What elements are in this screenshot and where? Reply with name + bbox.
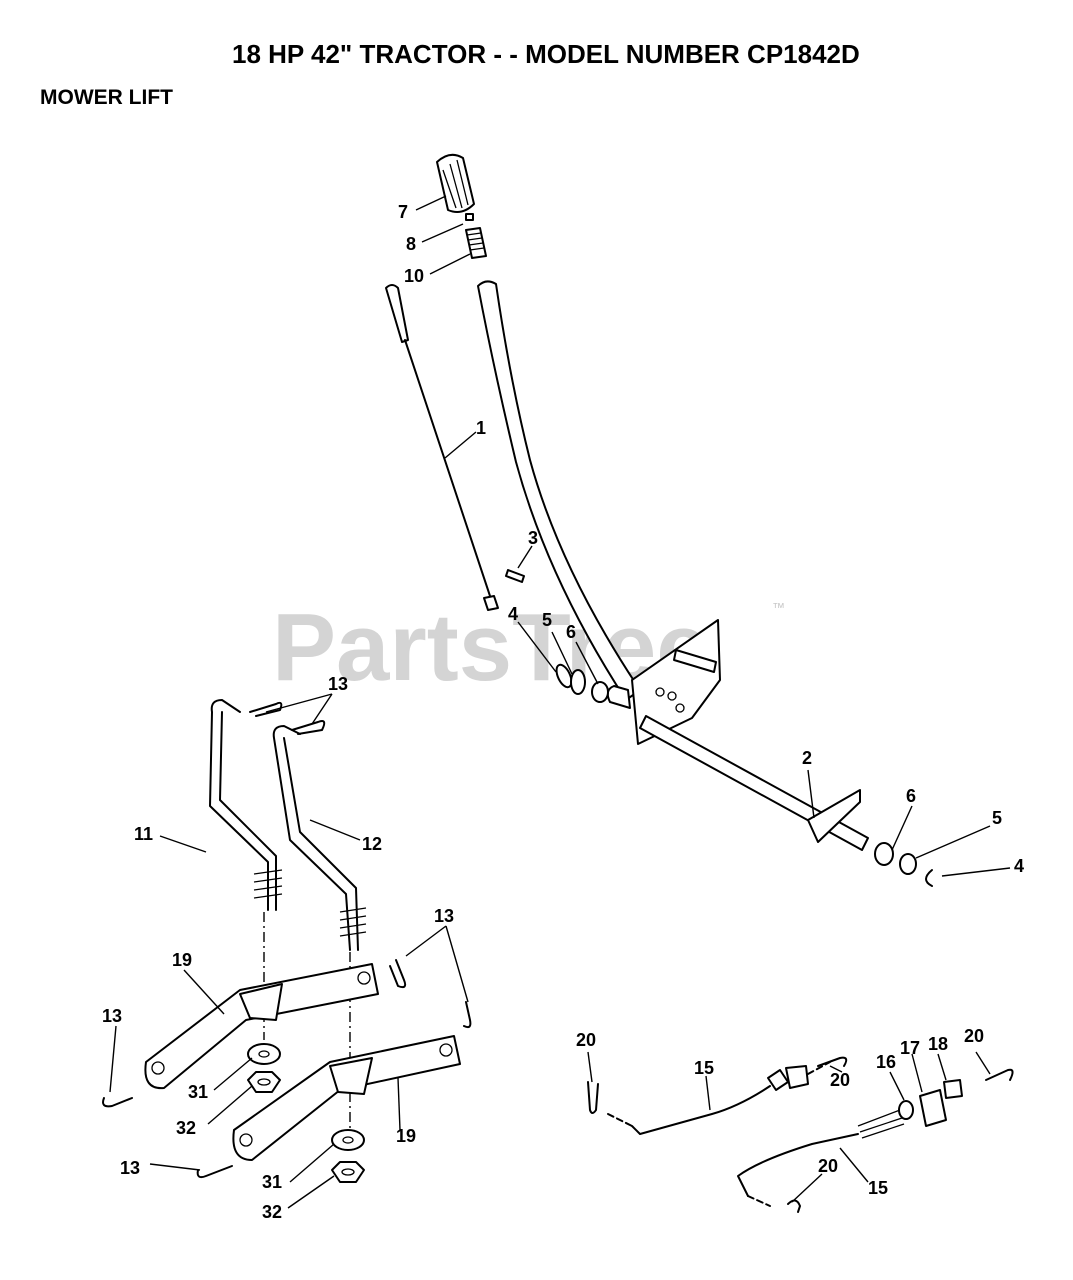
leader-lines (109, 195, 1011, 1209)
lift-arm-lower-part (232, 1035, 461, 1161)
adjust-rod-upper-part (607, 1061, 831, 1135)
pin-part (465, 213, 474, 221)
callout-6: 6 (566, 622, 576, 642)
callout-6: 6 (906, 786, 916, 806)
washer-nut-lower (331, 1129, 365, 1183)
callout-20: 20 (964, 1026, 984, 1046)
callout-5: 5 (542, 610, 552, 630)
callout-31: 31 (262, 1172, 282, 1192)
callout-3: 3 (528, 528, 538, 548)
callout-4: 4 (508, 604, 518, 624)
callout-labels: 7 8 10 1 3 4 5 6 13 11 12 2 6 5 4 13 19 … (102, 202, 1024, 1222)
adjust-rod-lower-part (737, 1109, 905, 1207)
lift-arm-upper-part (144, 963, 379, 1090)
callout-2: 2 (802, 748, 812, 768)
watermark-trademark: ™ (772, 600, 785, 615)
callout-20: 20 (830, 1070, 850, 1090)
lift-shaft-assembly-part (606, 619, 869, 851)
callout-13: 13 (102, 1006, 122, 1026)
callout-13: 13 (328, 674, 348, 694)
hairpin-clips-top (249, 701, 326, 735)
callout-19: 19 (396, 1126, 416, 1146)
callout-31: 31 (188, 1082, 208, 1102)
left-bushing-stack (555, 663, 609, 703)
spring-part (465, 227, 487, 259)
callout-8: 8 (406, 234, 416, 254)
callout-17: 17 (900, 1038, 920, 1058)
right-bushing-stack (874, 842, 933, 887)
lift-rod-part (385, 284, 499, 611)
callout-15: 15 (868, 1178, 888, 1198)
section-title: MOWER LIFT (40, 86, 173, 109)
callout-15: 15 (694, 1058, 714, 1078)
callout-32: 32 (176, 1118, 196, 1138)
callout-12: 12 (362, 834, 382, 854)
callout-1: 1 (476, 418, 486, 438)
callout-7: 7 (398, 202, 408, 222)
left-lift-link-part (209, 699, 283, 911)
callout-19: 19 (172, 950, 192, 970)
clevis-pin-part (505, 569, 525, 583)
washer-nut-upper (247, 1043, 281, 1093)
right-lift-link-part (272, 725, 367, 951)
callout-32: 32 (262, 1202, 282, 1222)
hairpin-clips-20 (587, 1056, 1014, 1213)
callout-16: 16 (876, 1052, 896, 1072)
callout-10: 10 (404, 266, 424, 286)
callout-18: 18 (928, 1034, 948, 1054)
lift-handle-tube-part (477, 280, 641, 701)
trunnion-assembly (898, 1079, 963, 1127)
callout-11: 11 (134, 824, 153, 844)
callout-4: 4 (1014, 856, 1024, 876)
callout-13: 13 (434, 906, 454, 926)
handle-grip-part (436, 153, 475, 213)
diagram-title: 18 HP 42" TRACTOR - - MODEL NUMBER CP184… (232, 39, 860, 69)
callout-20: 20 (818, 1156, 838, 1176)
callout-13: 13 (120, 1158, 140, 1178)
hairpin-clips-middle (102, 959, 472, 1179)
callout-20: 20 (576, 1030, 596, 1050)
callout-5: 5 (992, 808, 1002, 828)
